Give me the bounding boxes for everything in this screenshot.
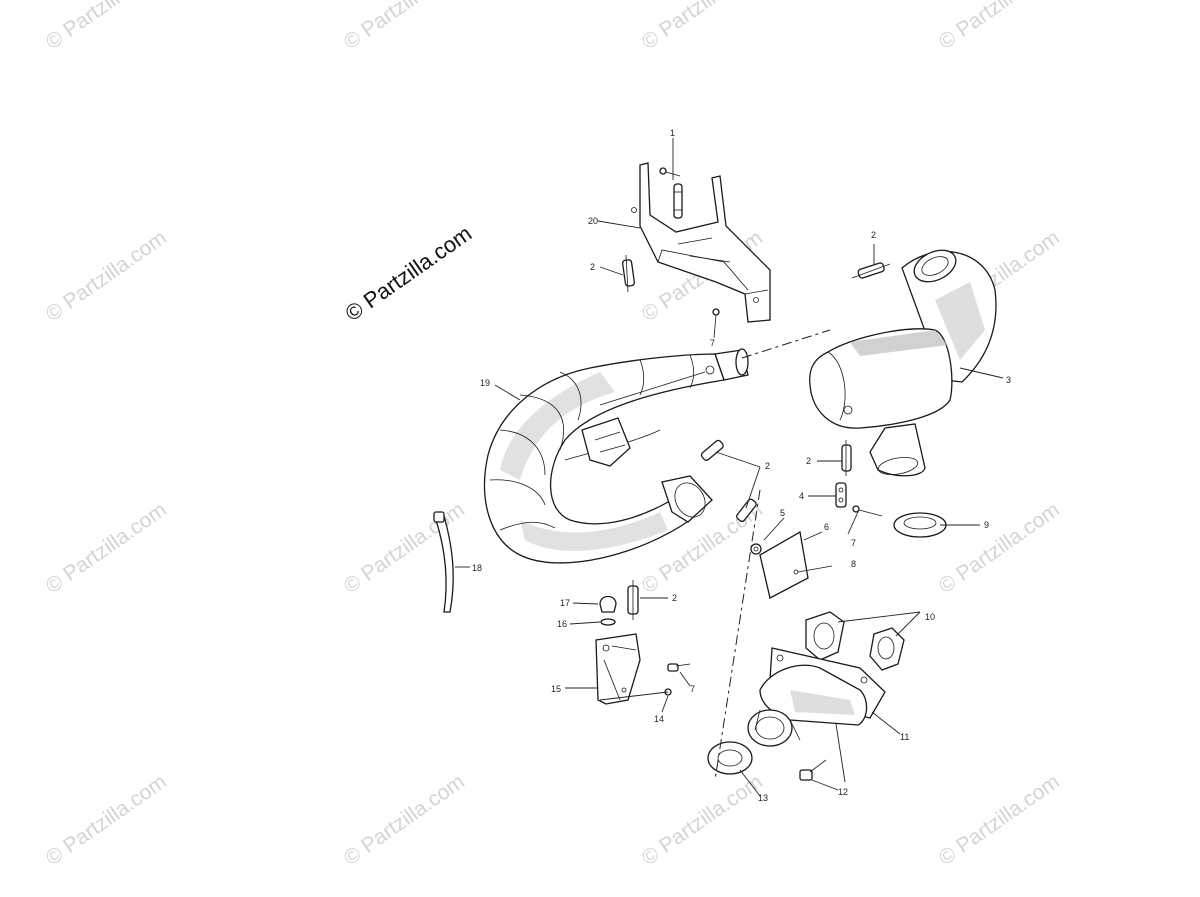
part-9-grommet — [893, 512, 947, 538]
part-4-plate — [835, 482, 847, 508]
watermark: © Partzilla.com — [42, 770, 171, 870]
callout-7: 7 — [851, 538, 856, 548]
callout-labels: 1 20 2 2 7 3 19 2 2 4 5 6 7 9 8 18 2 17 … — [472, 128, 1011, 803]
callout-6: 6 — [824, 522, 829, 532]
part-3-silencer — [809, 249, 997, 477]
bolt-7c — [667, 663, 691, 672]
part-17-damper — [599, 595, 617, 613]
callout-2: 2 — [806, 456, 811, 466]
callout-13: 13 — [758, 793, 768, 803]
watermark: © Partzilla.com — [340, 0, 469, 54]
callout-3: 3 — [1006, 375, 1011, 385]
callout-7: 7 — [710, 338, 715, 348]
callout-16: 16 — [557, 619, 567, 629]
part-16-washer — [600, 618, 616, 626]
callout-8: 8 — [851, 559, 856, 569]
spring-2a — [621, 254, 636, 293]
part-20-bracket — [631, 162, 771, 323]
watermark: © Partzilla.com — [935, 770, 1064, 870]
spring-2e — [627, 580, 639, 620]
watermark: © Partzilla.com — [638, 770, 767, 870]
spring-2c — [700, 439, 757, 522]
callout-2: 2 — [590, 262, 595, 272]
spring-2d — [841, 440, 852, 476]
callout-7: 7 — [690, 684, 695, 694]
callout-15: 15 — [551, 684, 561, 694]
spring-2b — [851, 262, 891, 279]
callout-11: 11 — [900, 732, 909, 742]
watermark: © Partzilla.com — [935, 0, 1064, 54]
bolt-7b — [852, 505, 883, 517]
watermark: © Partzilla.com — [340, 770, 469, 870]
callout-20: 20 — [588, 216, 598, 226]
callout-2: 2 — [672, 593, 677, 603]
callout-19: 19 — [480, 378, 490, 388]
callout-18: 18 — [472, 563, 482, 573]
callout-1: 1 — [670, 128, 675, 138]
watermark: © Partzilla.com — [42, 226, 171, 326]
part-18-strap — [433, 511, 454, 613]
part-12-bolt — [799, 759, 827, 781]
callout-12: 12 — [838, 787, 848, 797]
part-19-expansion-chamber — [483, 348, 749, 564]
part-15-bracket — [595, 633, 641, 705]
part-1-spacer — [659, 167, 683, 219]
callout-17: 17 — [560, 598, 570, 608]
watermark: © Partzilla.com — [42, 0, 171, 54]
assembly-line — [741, 329, 831, 359]
watermark: © Partzilla.com — [935, 498, 1064, 598]
part-5-washer — [750, 543, 762, 555]
part-6-plate — [759, 530, 809, 599]
part-10-gasket — [805, 611, 905, 671]
bolt-7a — [712, 308, 720, 339]
callout-10: 10 — [925, 612, 935, 622]
brand-text: © Partzilla.com — [341, 221, 477, 327]
part-13-gasket — [707, 741, 753, 775]
callout-2: 2 — [871, 230, 876, 240]
callout-14: 14 — [654, 714, 664, 724]
part-8-screw — [793, 565, 833, 575]
callout-5: 5 — [780, 508, 785, 518]
watermark: © Partzilla.com — [638, 0, 767, 54]
callout-9: 9 — [984, 520, 989, 530]
leader-lines — [455, 138, 1004, 797]
assembly-line — [714, 489, 761, 781]
callout-2: 2 — [765, 461, 770, 471]
callout-4: 4 — [799, 491, 804, 501]
watermark: © Partzilla.com — [42, 498, 171, 598]
part-11-manifold — [747, 647, 886, 747]
